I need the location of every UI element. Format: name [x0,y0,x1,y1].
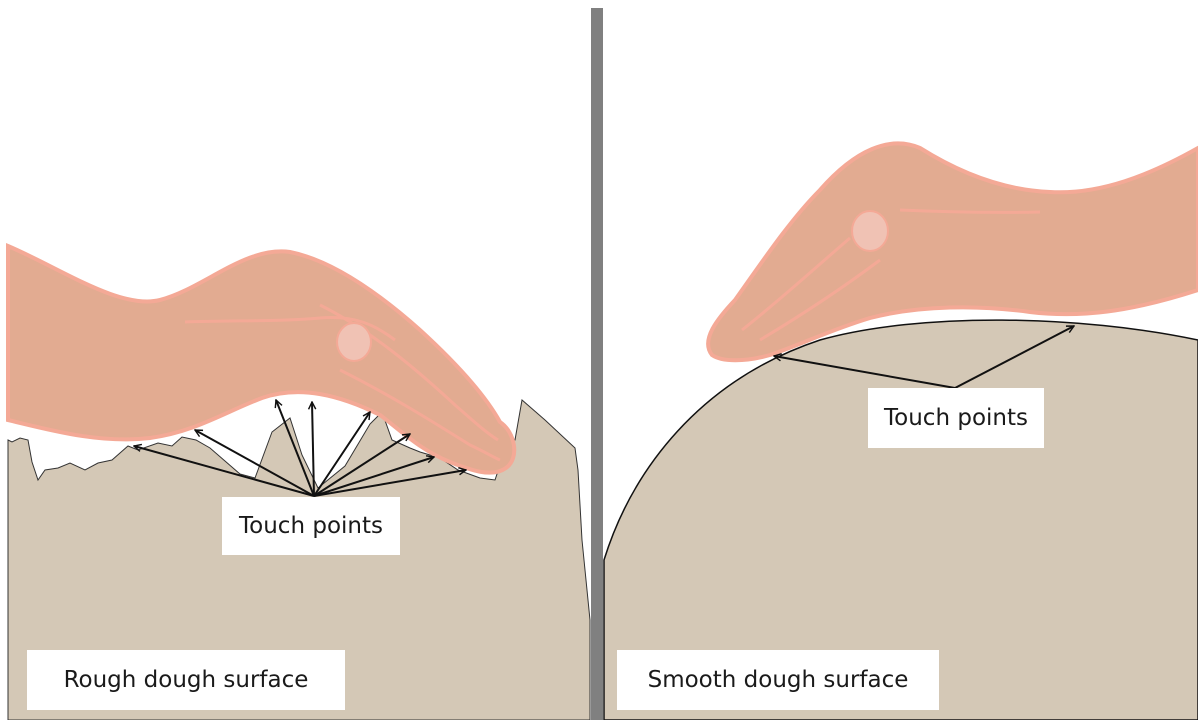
right-hand-knuckle [852,211,888,251]
right-touch-points-label: Touch points [868,388,1044,448]
left-hand-knuckle [337,323,371,361]
smooth-surface-label: Smooth dough surface [617,650,939,710]
panel-divider [591,8,603,720]
rough-surface-label: Rough dough surface [27,650,345,710]
left-touch-points-label: Touch points [222,497,400,555]
left-hand-shape [8,246,514,473]
left-hand [8,246,514,473]
